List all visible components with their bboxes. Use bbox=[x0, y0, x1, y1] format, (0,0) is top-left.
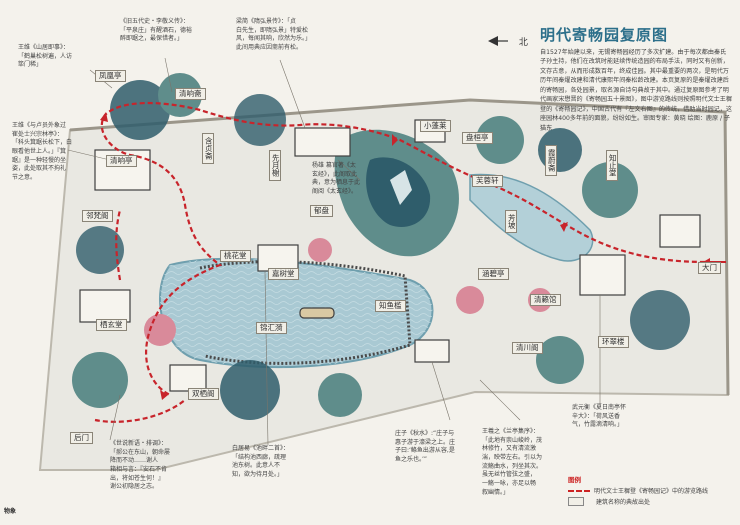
map-title: 明代寄畅园复原图 bbox=[540, 26, 669, 44]
building-xiang-yuan-tang bbox=[79, 289, 131, 323]
label-building-24: 后门 bbox=[70, 432, 93, 445]
compass: 北 bbox=[486, 34, 528, 51]
label-building-7: 霞蔚斋 bbox=[545, 145, 558, 176]
label-building-4: 先月榭 bbox=[269, 150, 282, 181]
buildings bbox=[79, 119, 701, 392]
legend-row-building: 建筑名称的典故出处 bbox=[568, 497, 738, 506]
label-building-16: 郁盘 bbox=[310, 205, 333, 218]
north-arrow-icon bbox=[488, 36, 508, 46]
quote-annotation: 王维《山居即事》： 「鹤巢松树遍，人访 筚门稀」 bbox=[18, 44, 73, 69]
legend-route-label: 明代文士王穉登《寄畅园记》中的游览路线 bbox=[594, 488, 709, 495]
quote-annotation: 《旧五代史・李敬义传》： 「平泉庄」有醒酒石，德裕 醉即踞之，最保惜者。」 bbox=[120, 18, 193, 43]
label-building-8: 芙蓉轩 bbox=[472, 175, 503, 188]
leader-lines bbox=[67, 57, 601, 446]
quote-annotation: 王羲之《兰亭集序》： 「此地有崇山峻岭，茂 林修竹，又有清流激 湍，映带左右。引… bbox=[482, 428, 543, 496]
map-description: 自1527年始建以来，无锡寄畅园经历了多次扩建。由于每次都由秦氏子孙主持，他们在… bbox=[540, 49, 732, 132]
quote-annotation: 武元衡《夏日南亭怀 辛大》：「荷风送香 气，竹露滴清响。」 bbox=[572, 404, 627, 429]
label-building-3: 含贞斋 bbox=[202, 133, 215, 164]
label-building-17: 栖玄堂 bbox=[96, 319, 127, 332]
route-swatch-icon bbox=[568, 489, 590, 492]
building-jia-shu-tang bbox=[294, 127, 351, 157]
label-building-10: 知鱼槛 bbox=[375, 300, 406, 313]
stream-water bbox=[469, 173, 594, 262]
label-building-25: 桃花堂 bbox=[220, 250, 251, 263]
compass-label: 北 bbox=[518, 38, 528, 48]
legend-row-route: 明代文士王穉登《寄畅园记》中的游览路线 bbox=[568, 486, 738, 495]
covered-corridor bbox=[199, 260, 412, 365]
label-building-2: 清响斋 bbox=[175, 88, 206, 101]
label-building-5: 小蓬莱 bbox=[420, 120, 451, 133]
label-building-15: 锦汇漪 bbox=[256, 322, 287, 335]
building-label-swatch-icon bbox=[568, 497, 584, 506]
description-panel: 明代寄畅园复原图 自1527年始建以来，无锡寄畅园经历了多次扩建。由于每次都由秦… bbox=[540, 24, 732, 133]
label-building-19: 清响亭 bbox=[106, 155, 137, 168]
tour-route bbox=[94, 101, 706, 423]
building-bin-li-tang bbox=[579, 254, 626, 296]
legend-title: 图例 bbox=[568, 476, 581, 484]
label-building-6: 盘桓亭 bbox=[462, 132, 493, 145]
route-arrowheads bbox=[100, 112, 568, 400]
quote-annotation: 白居易《池畔二首》： 「结构池西廊，疏理 池东树。此意人不 知，欲为待月处。」 bbox=[232, 445, 290, 479]
label-building-1: 凤凰亭 bbox=[95, 70, 126, 83]
label-building-11: 涵碧亭 bbox=[478, 268, 509, 281]
quote-annotation: 梁简《隋弘景传》：「贞 白先生，即隋弘景」特爱松 风，每闻其响，欣然为乐。」 此… bbox=[236, 18, 312, 52]
quote-annotation: 王维《与卢员外象过 崔处士兴宗林亭》： 「科头箕踞长松下，白 眼看他世上人。」『… bbox=[12, 122, 73, 182]
building-xian-yue-xie bbox=[257, 244, 299, 272]
building-qing-chuan-ge bbox=[169, 364, 207, 392]
label-building-12: 清籁馆 bbox=[530, 294, 561, 307]
label-building-23: 嘉树堂 bbox=[268, 268, 299, 281]
label-building-14: 清川阁 bbox=[512, 342, 543, 355]
label-building-13: 环翠楼 bbox=[598, 336, 629, 349]
label-building-18: 邻梵阁 bbox=[82, 210, 113, 223]
label-building-21: 大门 bbox=[698, 262, 721, 275]
quote-annotation: 杨雄 篡官著《太 玄经》，此阁取此 典，意为栖息于此 阁阅《太玄经》。 bbox=[312, 162, 361, 196]
quote-annotation: 《世说新语・排调》： 「郝公在东山，朝命屡 降而不动……谢人 箱相与言：『安石不… bbox=[110, 440, 171, 491]
building-zhi-zhi-tang bbox=[659, 214, 701, 248]
legend: 图例 明代文士王穉登《寄畅园记》中的游览路线 建筑名称的典故出处 bbox=[568, 474, 738, 508]
legend-building-label: 建筑名称的典故出处 bbox=[596, 499, 651, 506]
central-rockery bbox=[334, 129, 459, 257]
boat bbox=[299, 307, 335, 319]
label-building-9: 芳坡 bbox=[505, 210, 518, 233]
quote-annotation: 庄子《秋水》:“庄子与 惠子游于濠梁之上。庄 子曰:‘鲦鱼出游从容,是 鱼之乐也… bbox=[395, 430, 456, 464]
corner-mark: 物象 bbox=[4, 508, 17, 515]
label-building-20: 知止堂 bbox=[606, 150, 619, 181]
building-han-bi-ting bbox=[414, 339, 450, 363]
label-building-22: 双栖阁 bbox=[188, 388, 219, 401]
